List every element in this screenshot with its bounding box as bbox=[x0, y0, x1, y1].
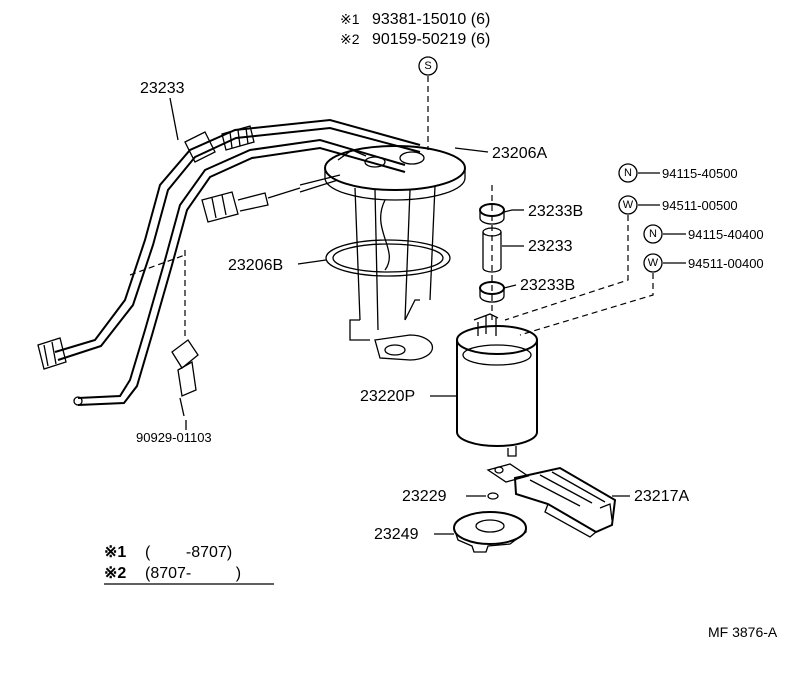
label-connector: 90929-01103 bbox=[136, 430, 212, 445]
spacer bbox=[487, 492, 499, 500]
label-nut-1: 94115-40500 bbox=[662, 166, 738, 181]
gasket bbox=[325, 239, 451, 277]
label-fuel-line: 23233 bbox=[140, 80, 185, 97]
label-sender-plate: 23206A bbox=[492, 145, 547, 162]
cushion bbox=[453, 511, 527, 553]
nut-2-symbol: N bbox=[643, 224, 663, 244]
washer-1-symbol: W bbox=[618, 195, 638, 215]
label-spacer: 23229 bbox=[402, 488, 447, 505]
legend-row-2: ※2 (8707- ) bbox=[104, 565, 241, 582]
header-ref-2-mark: ※2 bbox=[340, 31, 360, 47]
leader-nut-to-pump-1 bbox=[504, 215, 629, 321]
label-hose: 23233 bbox=[528, 238, 573, 255]
washer-1-letter: W bbox=[623, 199, 634, 211]
s-symbol: S bbox=[418, 56, 438, 76]
header-ref-1: ※1 93381-15010 (6) bbox=[340, 11, 490, 28]
leader-clip-lower bbox=[503, 284, 517, 289]
label-filter: 23217A bbox=[634, 488, 689, 505]
leader-nut-to-pump-2 bbox=[519, 273, 654, 336]
legend-1-range: ( -8707) bbox=[145, 544, 232, 561]
nut-2-letter: N bbox=[649, 228, 657, 240]
clip-upper bbox=[479, 203, 513, 225]
wire-connector-left bbox=[201, 187, 301, 223]
leader-sender-plate bbox=[454, 147, 489, 153]
header-ref-1-part: 93381-15010 (6) bbox=[372, 11, 490, 28]
label-pump: 23220P bbox=[360, 388, 415, 405]
header-ref-1-mark: ※1 bbox=[340, 11, 360, 27]
leader-gasket bbox=[297, 259, 327, 265]
legend-2-mark: ※2 bbox=[104, 565, 126, 582]
washer-2-letter: W bbox=[648, 257, 659, 269]
header-ref-2-part: 90159-50219 (6) bbox=[372, 31, 490, 48]
s-symbol-letter: S bbox=[424, 60, 431, 72]
nut-1-symbol: N bbox=[618, 163, 638, 183]
label-gasket: 23206B bbox=[228, 257, 283, 274]
washer-2-symbol: W bbox=[643, 253, 663, 273]
fuel-pump bbox=[456, 313, 538, 457]
label-washer-1: 94511-00500 bbox=[662, 198, 738, 213]
label-clip-lower: 23233B bbox=[520, 277, 575, 294]
fuel-filter bbox=[486, 463, 617, 538]
leader-fuel-line bbox=[169, 97, 179, 141]
fuel-line-tubes bbox=[37, 118, 421, 406]
sender-plate bbox=[299, 145, 466, 361]
label-clip-upper: 23233B bbox=[528, 203, 583, 220]
header-ref-2: ※2 90159-50219 (6) bbox=[340, 31, 490, 48]
label-cushion: 23249 bbox=[374, 526, 419, 543]
legend-1-mark: ※1 bbox=[104, 544, 126, 561]
hose bbox=[482, 227, 502, 273]
legend-row-1: ※1 ( -8707) bbox=[104, 544, 232, 561]
wire-clip bbox=[171, 339, 199, 417]
figure-code: MF 3876-A bbox=[708, 624, 778, 640]
nut-1-letter: N bbox=[624, 167, 632, 179]
label-washer-2: 94511-00400 bbox=[688, 256, 764, 271]
legend-2-range: (8707- ) bbox=[145, 565, 241, 582]
label-nut-2: 94115-40400 bbox=[688, 227, 764, 242]
